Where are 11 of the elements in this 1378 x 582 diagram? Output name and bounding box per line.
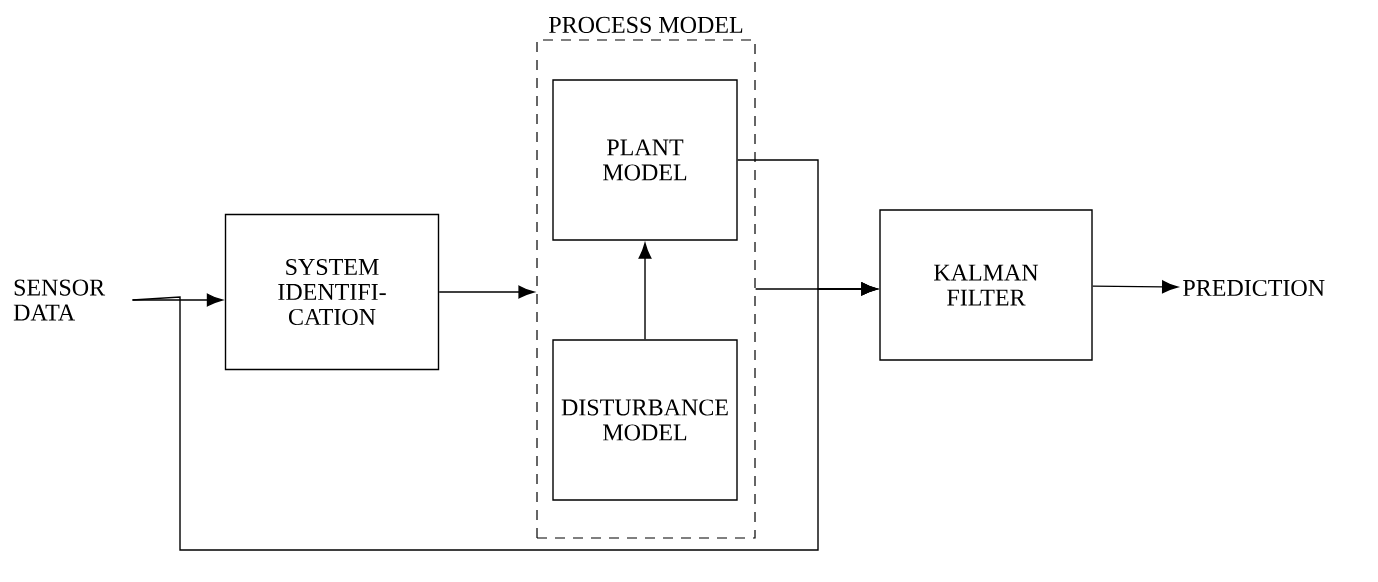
input-label: SENSOR DATA xyxy=(13,279,106,321)
arrow xyxy=(438,285,535,299)
block-box: DISTURBANCE MODEL xyxy=(552,339,738,501)
block-box: SYSTEM IDENTIFI- CATION xyxy=(224,213,440,371)
block-box: PLANT MODEL xyxy=(552,79,738,241)
node-label: PROCESS MODEL xyxy=(549,16,743,33)
block-box: KALMAN FILTER xyxy=(879,209,1093,361)
output-label: PREDICTION xyxy=(1183,279,1325,297)
arrow xyxy=(1092,280,1178,294)
arrow xyxy=(131,282,878,551)
arrow xyxy=(638,242,652,340)
